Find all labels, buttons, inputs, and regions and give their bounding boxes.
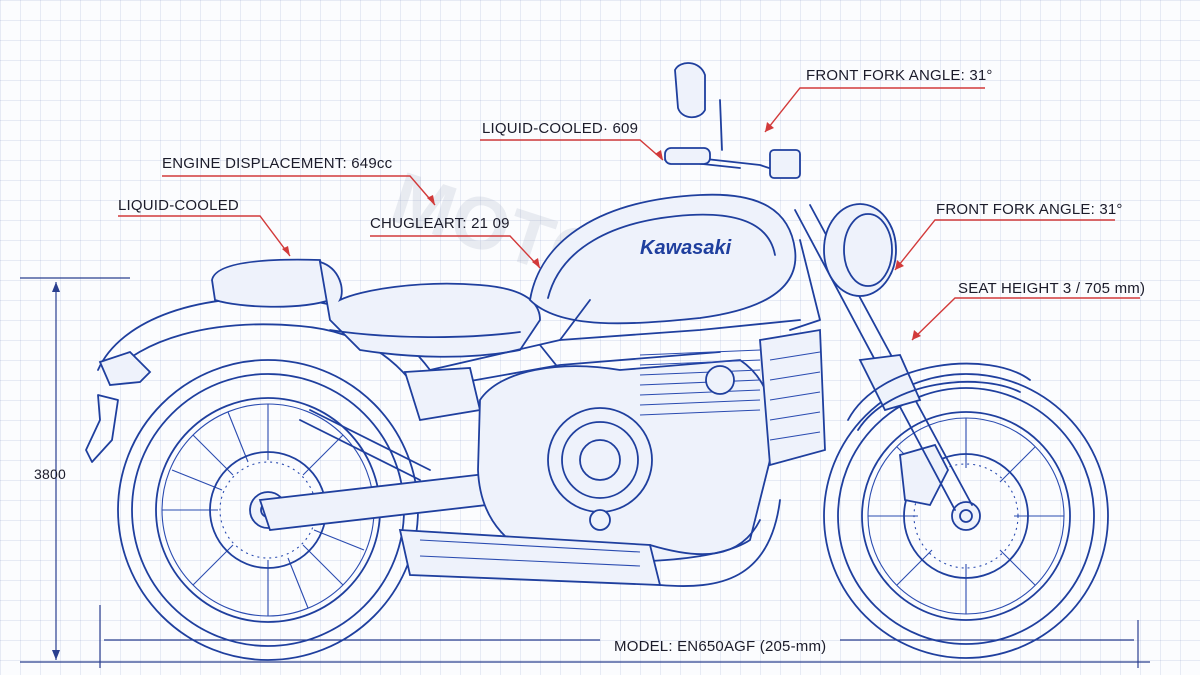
engine	[477, 349, 775, 563]
handlebars	[664, 62, 801, 179]
leader-lines	[118, 87, 1140, 341]
seat-height-label: SEAT HEIGHT 3 / 705 mm)	[958, 280, 1146, 297]
dimension-lines	[20, 277, 1150, 668]
front-fork-angle-label-right: FRONT FORK ANGLE: 31°	[936, 201, 1123, 218]
chugleart-label: CHUGLEART: 21 09	[370, 215, 510, 232]
liquid-cooled-label-left: LIQUID-COOLED	[118, 197, 239, 214]
front-fender	[847, 362, 1031, 431]
tank-brand-logo: Kawasaki	[640, 237, 732, 259]
front-fork-angle-label-top: FRONT FORK ANGLE: 31°	[806, 67, 993, 84]
radiator	[759, 328, 826, 467]
engine-displacement-label: ENGINE DISPLACEMENT: 649cc	[162, 155, 393, 172]
liquid-cooled-label-top: LIQUID-COOLED· 609	[482, 120, 639, 137]
exhaust	[398, 499, 781, 587]
model-label: MODEL: EN650AGF (205-mm)	[614, 638, 827, 655]
seat	[211, 258, 541, 358]
exhaust-heat-shield	[419, 539, 641, 567]
fuel-tank: Kawasaki	[529, 193, 797, 325]
headlight	[823, 203, 897, 297]
height-dimension-label: 3800	[34, 466, 66, 482]
front-wheel	[823, 373, 1109, 659]
